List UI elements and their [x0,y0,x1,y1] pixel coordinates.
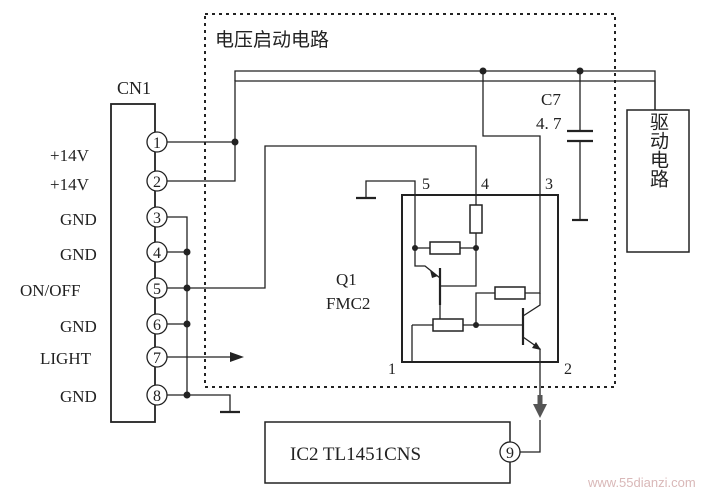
connector-name: CN1 [117,78,151,98]
q1-pin-1: 1 [388,361,396,378]
svg-text:5: 5 [153,281,161,298]
pin-6: 6 [146,313,168,335]
wire-14v [167,67,656,182]
svg-text:6: 6 [153,317,161,334]
pin-3: 3 [146,206,168,228]
wire-q1-to-ic2 [519,362,547,453]
ic2-label: IC2 TL1451CNS [290,444,421,465]
pin-label-5: ON/OFF [20,281,80,300]
svg-text:8: 8 [153,388,161,405]
pin-label-8: GND [60,387,97,406]
svg-text:3: 3 [153,210,161,227]
drive-circuit-label: 驱动电路 [647,112,669,188]
capacitor-value: 4. 7 [536,114,562,133]
drive-circuit-block: 驱动电路 [626,109,690,253]
q1-pin-3: 3 [545,176,553,193]
watermark: www.55dianzi.com [587,475,696,490]
ic2-block: IC2 TL1451CNS 9 [264,421,521,484]
capacitor-c7: C7 4. 7 [536,90,593,222]
transistor-part: FMC2 [326,294,370,313]
transistor-q1: Q1 FMC2 5 4 3 1 2 [326,176,572,378]
voltage-start-region [204,13,616,388]
capacitor-name: C7 [541,90,561,109]
pin-label-4: GND [60,245,97,264]
svg-text:7: 7 [153,350,161,367]
section-title: 电压启动电路 [215,29,329,51]
svg-text:2: 2 [153,174,161,191]
pin-8: 8 [146,384,168,406]
svg-text:4: 4 [153,245,161,262]
q1-pin-4: 4 [481,176,489,193]
pin-5: 5 [146,277,168,299]
pin-label-2: +14V [50,175,90,194]
pin-1: 1 [146,131,168,153]
svg-text:1: 1 [153,135,161,152]
q1-pin-2: 2 [564,361,572,378]
light-arrow [167,352,244,362]
transistor-name: Q1 [336,270,357,289]
pin-label-6: GND [60,317,97,336]
q1-pin-5: 5 [422,176,430,193]
connector-body [110,103,156,423]
pin-4: 4 [146,241,168,263]
pin-2: 2 [146,170,168,192]
wire-gnd-bus [167,216,240,414]
pin-label-7: LIGHT [40,349,92,368]
pin-label-3: GND [60,210,97,229]
ic2-pin-9: 9 [506,445,514,462]
wire-on-off [167,145,477,289]
pin-label-1: +14V [50,146,90,165]
pin-7: 7 [146,346,168,368]
wire-supply-rail [234,70,656,195]
